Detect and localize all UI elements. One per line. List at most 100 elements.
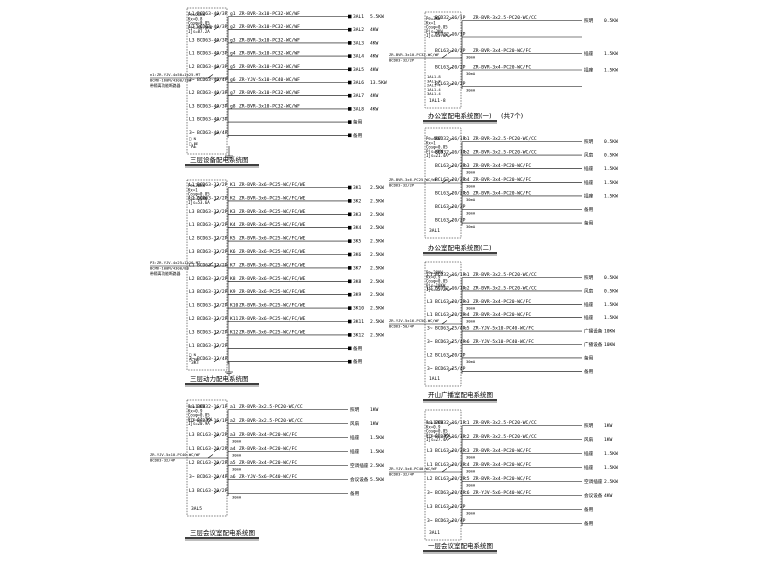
breaker-switch-symbol (447, 421, 454, 426)
rcd-rating: 30mA (466, 211, 476, 216)
phase-label: L1 (189, 11, 195, 17)
load-name: 3AL5 (353, 67, 364, 73)
breaker-spec: BCD63-20/4P (197, 474, 228, 480)
incoming-cable-spec: ZR-YJV-5x16-PC50-WC/WF (389, 318, 440, 323)
panel-group-note: 3AL1-4 (427, 91, 441, 96)
breaker-spec: BCL63-20/2P (435, 204, 466, 210)
incoming-breaker-symbol (207, 454, 214, 459)
load-name: 插座 (584, 192, 594, 199)
breaker-spec: BCD63-40/3P (197, 117, 228, 123)
breaker-spec: BCL63-20/2P (435, 448, 466, 454)
breaker-spec: BCD63-40/4P (197, 77, 228, 83)
circuit-number: K11 (230, 316, 239, 322)
load-parameter: Pjs=15.3KW (426, 433, 451, 438)
breaker-switch-symbol (447, 354, 454, 359)
phase-label: 3~ (427, 326, 433, 332)
breaker-switch-symbol (213, 461, 220, 466)
load-parameter: Kx=1 (426, 140, 436, 145)
cable-spec: ZR-BVR-3x6-PC25-WC/FC/WE (239, 316, 306, 322)
breaker-spec: BCD63-32/2P (197, 236, 228, 242)
panel-tag: 3AL1 (429, 228, 440, 234)
breaker-switch-symbol (213, 78, 220, 83)
outlet-terminal-symbol (348, 80, 352, 85)
load-name: 3AL6 (353, 80, 364, 86)
cable-spec: ZR-BVR-3x6-PC25-WC/FC/WE (239, 303, 306, 309)
cable-spec: ZR-YJV-5x10-PC40-WC/WF (239, 77, 300, 83)
load-name: 会议设备 (584, 492, 603, 499)
load-name: 3K9 (353, 292, 362, 298)
breaker-spec: BCL63-20/2P (435, 504, 466, 510)
load-power: 1.5KW (370, 435, 384, 441)
breaker-switch-symbol (447, 66, 454, 71)
load-name: 插座 (584, 301, 594, 308)
breaker-spec: BCD63-32/2P (197, 303, 228, 309)
cable-spec: ZR-BVR-3x4-PC20-WC/FC (473, 65, 531, 71)
breaker-spec: BCD32-16/1P (435, 420, 466, 426)
breaker-switch-symbol (213, 118, 220, 123)
incoming-breaker-symbol (441, 179, 448, 184)
rcd-rating: 30mA (466, 224, 476, 229)
load-power: 2.5KW (370, 185, 384, 191)
distribution-panel-p5: Pe=4KWKx=1Cosφ=0.85Pjs=4KWIjs=21.4AZR-BV… (389, 127, 618, 256)
breaker-switch-symbol (447, 192, 454, 197)
cable-spec: ZR-YJV-5x10-PC40-WC/FC (473, 326, 534, 332)
circuit-number: K10 (230, 303, 239, 309)
load-parameter: Cosφ=0.85 (188, 413, 210, 418)
load-name: 照明 (584, 423, 594, 429)
load-power: 4KW (370, 40, 379, 46)
breaker-switch-symbol (447, 165, 454, 169)
circuit-number: K9 (230, 289, 236, 295)
phase-label: 3~ (427, 518, 433, 524)
breaker-spec: BCD63-40/3P (197, 24, 228, 30)
load-name: 3K6 (353, 252, 362, 258)
load-power: 1.5KW (604, 302, 618, 308)
incoming-cable-spec: P3:ZR-YJV-4x25+1x16-MT (150, 260, 201, 265)
load-parameter: Pe=30KW (188, 183, 205, 188)
breaker-switch-symbol (213, 105, 220, 110)
breaker-switch-symbol (447, 327, 454, 332)
load-power: 4KW (370, 93, 379, 99)
breaker-spec: BCD63-40/3P (197, 11, 228, 17)
panel-tag: 3AL1 (429, 530, 440, 536)
breaker-switch-symbol (213, 489, 220, 494)
phase-label: L2 (189, 90, 195, 96)
load-parameter: Cosφ=0.85 (426, 25, 448, 30)
outlet-terminal-symbol (348, 212, 352, 217)
cable-spec: ZR-BVR-3x6-PC25-WC/FC/WE (239, 276, 306, 282)
load-power: 1KW (370, 421, 379, 427)
outlet-terminal-symbol (348, 67, 352, 72)
load-power: 0.5KW (604, 18, 618, 24)
load-power: 4KW (370, 27, 379, 33)
phase-label: L3 (427, 299, 433, 305)
breaker-spec: BCD32-16/1P (435, 285, 466, 291)
circuit-number: a2 (230, 418, 236, 424)
load-parameter: Cosφ=0.85 (426, 429, 448, 434)
cable-spec: ZR-BVR-3x4-PC20-WC/FC (473, 448, 531, 454)
load-power: 2.5KW (370, 279, 384, 285)
circuit-number: c3 (464, 448, 470, 454)
breaker-switch-symbol (447, 340, 454, 345)
load-name: 插座 (584, 50, 594, 57)
circuit-number: g8 (230, 103, 236, 109)
load-parameter: Ijs=53.6A (188, 200, 210, 205)
breaker-switch-symbol (447, 491, 454, 496)
cable-spec: ZR-BVR-3x6-PC25-WC/FC/WE (239, 222, 306, 228)
load-name: 插座 (584, 165, 594, 172)
circuit-number: g3 (230, 37, 236, 43)
breaker-switch-symbol (447, 178, 454, 183)
